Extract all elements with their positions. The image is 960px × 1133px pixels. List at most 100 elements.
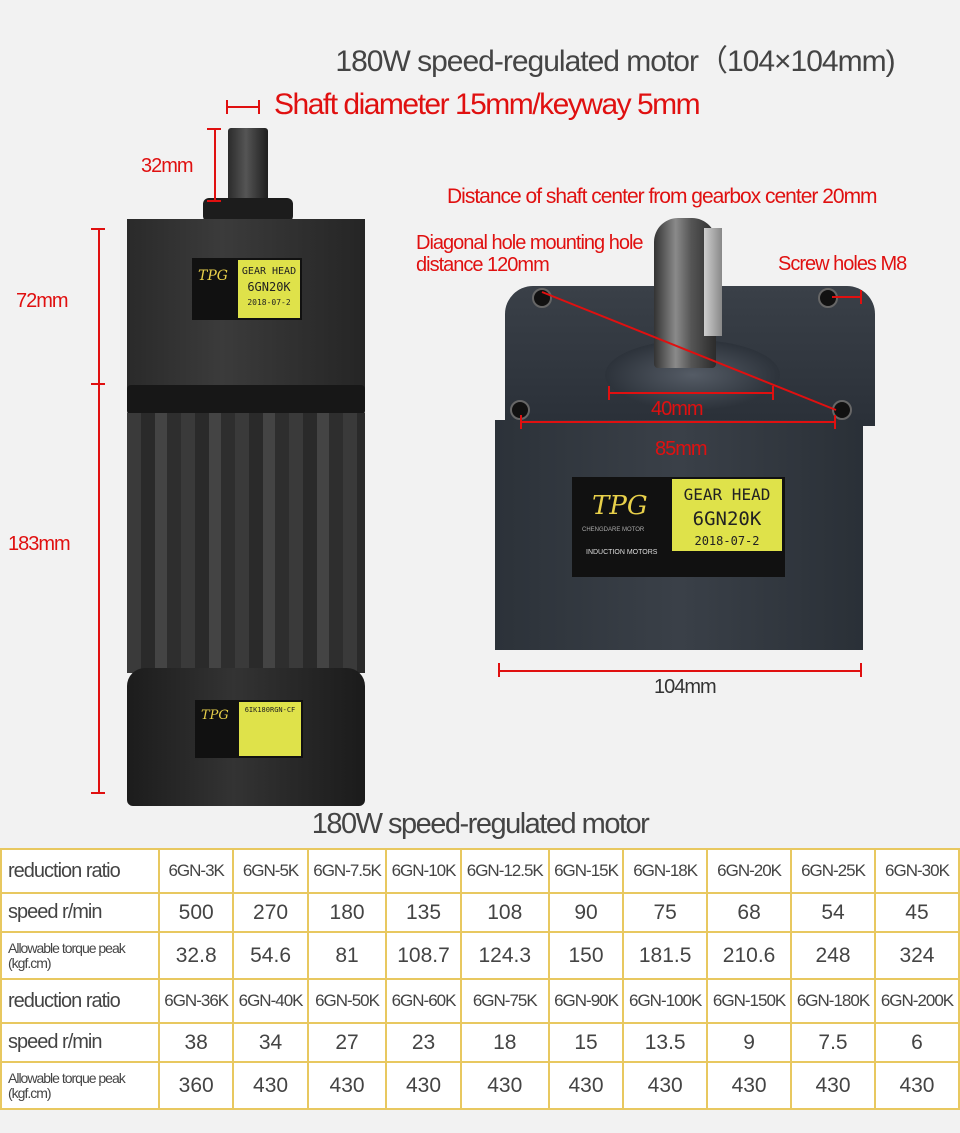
table-cell: 430 xyxy=(459,1061,550,1110)
table-cell: 54.6 xyxy=(232,931,309,980)
motor-nameplate: TPG GEAR HEAD 6GN20K 2018-07-2 xyxy=(192,258,302,320)
width-tick-right xyxy=(860,663,862,677)
shaft-length-tick-bottom xyxy=(207,200,221,202)
table-cell: 430 xyxy=(306,1061,388,1110)
table-cell: 430 xyxy=(385,1061,462,1110)
table-cell: 15 xyxy=(547,1022,625,1063)
gearbox-line2: 6GN20K xyxy=(692,508,762,530)
table-cell: 430 xyxy=(873,1061,960,1110)
hub-width-line xyxy=(608,392,774,394)
mount-hole-top-right xyxy=(818,288,838,308)
table-cell: 210.6 xyxy=(706,931,793,980)
table-cell: 6GN-100K xyxy=(622,978,709,1024)
table-cell: 90 xyxy=(547,892,625,933)
table-title: 180W speed-regulated motor xyxy=(311,808,650,840)
row-header: speed r/min xyxy=(0,1022,160,1063)
table-cell: 124.3 xyxy=(459,931,550,980)
table-cell: 6GN-25K xyxy=(790,848,876,894)
table-cell: 430 xyxy=(706,1061,793,1110)
table-cell: 6GN-150K xyxy=(706,978,793,1024)
table-cell: 6GN-12.5K xyxy=(459,848,550,894)
table-cell: 270 xyxy=(232,892,309,933)
table-cell: 27 xyxy=(306,1022,388,1063)
cap-line1: 6IK180RGN-CF xyxy=(244,706,296,714)
table-cell: 135 xyxy=(385,892,462,933)
table-cell: 360 xyxy=(157,1061,235,1110)
table-cell: 54 xyxy=(790,892,876,933)
gearbox-nameplate-yellow: GEAR HEAD 6GN20K 2018-07-2 xyxy=(672,479,782,551)
motor-shaft xyxy=(228,128,268,203)
cap-nameplate-yellow: 6IK180RGN-CF xyxy=(239,702,301,756)
mount-hole-bottom-right xyxy=(832,400,852,420)
table-cell: 7.5 xyxy=(790,1022,876,1063)
row-header: reduction ratio xyxy=(0,978,160,1024)
table-cell: 150 xyxy=(547,931,625,980)
table-cell: 32.8 xyxy=(157,931,235,980)
diagonal-line xyxy=(541,291,837,411)
gearbox-sub-label-2: INDUCTION MOTORS xyxy=(586,549,658,556)
row-header: Allowable torque peak (kgf.cm) xyxy=(0,1061,160,1110)
table-cell: 6GN-180K xyxy=(790,978,876,1024)
row-header: Allowable torque peak (kgf.cm) xyxy=(0,931,160,980)
table-cell: 23 xyxy=(385,1022,462,1063)
table-cell: 6 xyxy=(873,1022,960,1063)
table-cell: 324 xyxy=(873,931,960,980)
table-cell: 6GN-36K xyxy=(157,978,235,1024)
shaft-length-label: 32mm xyxy=(141,155,194,177)
table-cell: 108.7 xyxy=(385,931,462,980)
height-tick-bottom xyxy=(91,792,105,794)
tpg-logo: TPG xyxy=(198,268,228,284)
table-cell: 6GN-18K xyxy=(622,848,709,894)
table-cell: 430 xyxy=(547,1061,625,1110)
table-cell: 13.5 xyxy=(622,1022,709,1063)
gearbox-keyway xyxy=(704,228,722,336)
table-cell: 6GN-200K xyxy=(873,978,960,1024)
table-cell: 6GN-60K xyxy=(385,978,462,1024)
table-cell: 430 xyxy=(790,1061,876,1110)
table-cell: 68 xyxy=(706,892,793,933)
table-cell: 181.5 xyxy=(622,931,709,980)
table-cell: 500 xyxy=(157,892,235,933)
motor-nameplate-yellow: GEAR HEAD 6GN20K 2018-07-2 xyxy=(238,260,300,318)
hub-tick-left xyxy=(608,386,610,400)
nameplate-line1: GEAR HEAD xyxy=(241,266,297,277)
table-cell: 6GN-50K xyxy=(306,978,388,1024)
table-cell: 6GN-7.5K xyxy=(306,848,388,894)
diagonal-label: Diagonal hole mounting hole distance 120… xyxy=(416,232,644,276)
table-cell: 6GN-5K xyxy=(232,848,309,894)
screw-marker xyxy=(832,296,862,298)
motor-collar xyxy=(203,198,293,222)
screw-marker-tick xyxy=(860,290,862,304)
shaft-diameter-label: Shaft diameter 15mm/keyway 5mm xyxy=(274,88,701,121)
width-label: 104mm xyxy=(654,676,717,698)
height-tick-mid xyxy=(91,383,105,385)
holes-span-line xyxy=(520,421,836,423)
table-cell: 75 xyxy=(622,892,709,933)
gearbox-nameplate: TPG CHENGDARE MOTOR INDUCTION MOTORS GEA… xyxy=(572,477,785,577)
height-tick-top xyxy=(91,228,105,230)
table-cell: 6GN-90K xyxy=(547,978,625,1024)
holes-span-label: 85mm xyxy=(655,438,708,460)
table-cell: 6GN-3K xyxy=(157,848,235,894)
table-cell: 34 xyxy=(232,1022,309,1063)
row-header: reduction ratio xyxy=(0,848,160,894)
table-cell: 6GN-20K xyxy=(706,848,793,894)
shaft-offset-label: Distance of shaft center from gearbox ce… xyxy=(447,185,878,208)
shaft-diameter-marker xyxy=(226,100,260,114)
table-cell: 45 xyxy=(873,892,960,933)
gearbox-sub-label: CHENGDARE MOTOR xyxy=(582,527,645,533)
cap-nameplate: TPG 6IK180RGN-CF xyxy=(195,700,303,758)
width-tick-left xyxy=(498,663,500,677)
table-cell: 6GN-40K xyxy=(232,978,309,1024)
motor-body xyxy=(127,413,365,673)
gearbox-tpg-logo: TPG xyxy=(592,491,648,521)
row-header: speed r/min xyxy=(0,892,160,933)
table-cell: 6GN-10K xyxy=(385,848,462,894)
nameplate-line2: 6GN20K xyxy=(247,280,291,294)
